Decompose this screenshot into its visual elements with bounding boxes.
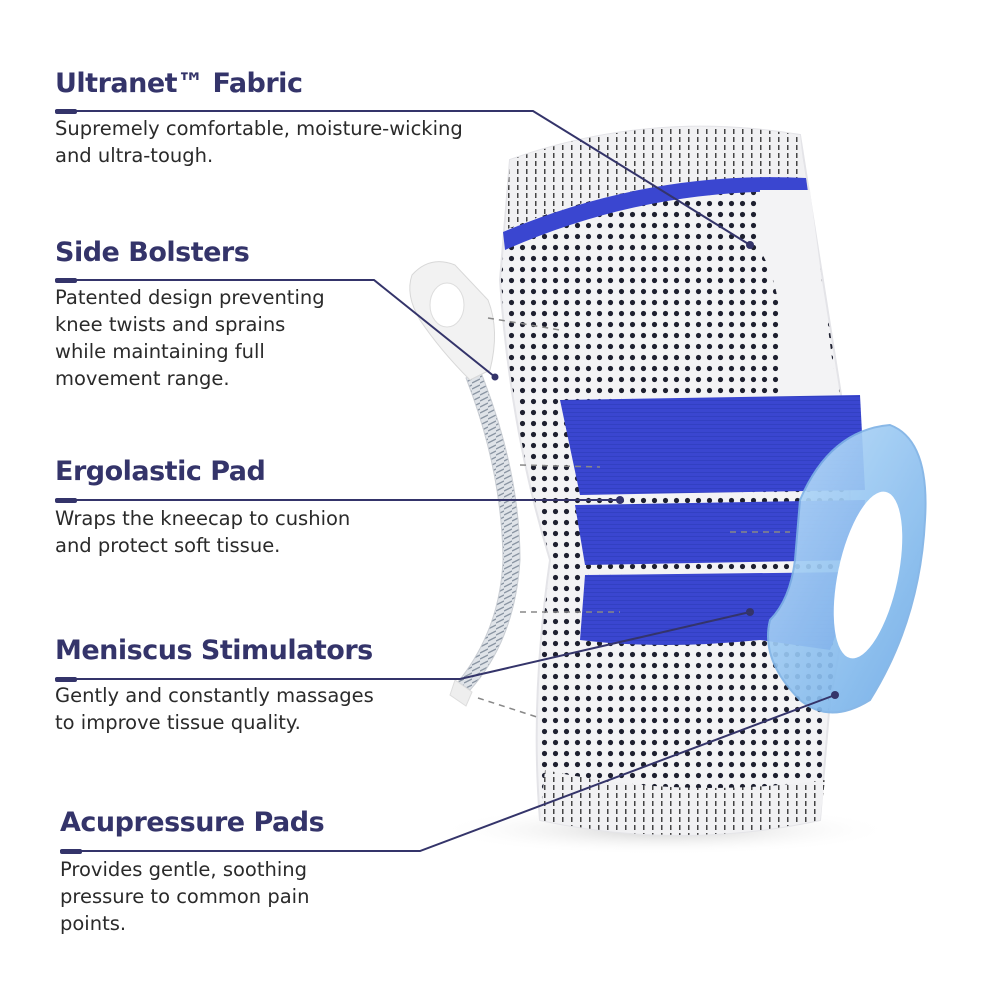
feature-acupressure-pads: Acupressure Pads Provides gentle, soothi… (60, 807, 325, 937)
feature-ultranet-fabric: Ultranet™ Fabric Supremely comfortable, … (55, 68, 463, 169)
feature-description: Supremely comfortable, moisture-wicking … (55, 117, 463, 167)
feature-description: Wraps the kneecap to cushion and protect… (55, 507, 351, 557)
top-cuff (505, 126, 805, 230)
feature-ergolastic-pad: Ergolastic Pad Wraps the kneecap to cush… (55, 456, 350, 559)
leader-side-bolsters (55, 279, 496, 378)
gel-kneecap-pad (767, 423, 927, 714)
feature-title: Ultranet™ Fabric (55, 68, 303, 99)
dashed-guides (477, 317, 790, 719)
blue-band-2 (575, 500, 865, 565)
feature-description: Gently and constantly massages to improv… (55, 684, 374, 734)
feature-title: Acupressure Pads (60, 807, 325, 838)
side-spring-stabilizer (409, 261, 521, 707)
blue-band-1 (560, 395, 865, 495)
upper-white-panel (760, 190, 840, 420)
feature-title: Ergolastic Pad (55, 456, 266, 487)
feature-description: Patented design preventing knee twists a… (55, 286, 325, 390)
feature-description: Provides gentle, soothing pressure to co… (60, 858, 310, 935)
leader-lines (55, 110, 836, 852)
leader-ultranet (55, 110, 751, 246)
leader-accents (55, 109, 839, 854)
feature-title: Side Bolsters (55, 237, 250, 268)
leader-meniscus (55, 611, 751, 680)
top-blue-stripe (503, 177, 808, 250)
feature-title: Meniscus Stimulators (55, 635, 373, 666)
feature-meniscus-stimulators: Meniscus Stimulators Gently and constant… (55, 635, 374, 736)
feature-side-bolsters: Side Bolsters Patented design preventing… (55, 237, 325, 392)
bottom-cuff (540, 770, 825, 835)
leader-acupressure (60, 694, 836, 852)
